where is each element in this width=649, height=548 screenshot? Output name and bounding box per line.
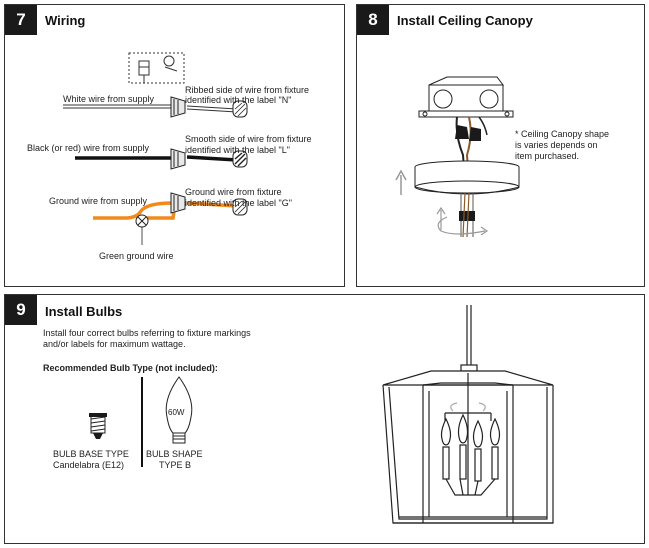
ground-fixture-label-1: Ground wire from fixture	[185, 187, 282, 197]
ground-supply-label: Ground wire from supply	[49, 196, 148, 206]
base-type-label-1: BULB BASE TYPE	[53, 449, 129, 459]
pendant-lantern-icon	[382, 305, 554, 524]
canopy-icon	[414, 160, 520, 195]
white-supply-label: White wire from supply	[63, 94, 155, 104]
wire-nut-icon	[455, 125, 469, 139]
shape-type-label-2: TYPE B	[159, 460, 192, 470]
ribbed-label-1: Ribbed side of wire from fixture	[185, 85, 310, 95]
smooth-label-2: identified with the label "L"	[185, 145, 290, 155]
green-ground-label: Green ground wire	[99, 251, 174, 261]
ground-wire-row	[93, 192, 248, 245]
panel-title: Wiring	[45, 13, 86, 28]
intro-line-1: Install four correct bulbs referring to …	[43, 328, 251, 338]
bulb-base-icon	[89, 413, 107, 439]
rotate-arrow-icon	[436, 206, 489, 236]
bulbs-diagram	[89, 305, 554, 524]
wiring-diagram	[63, 52, 248, 245]
junction-box-icon	[128, 52, 185, 84]
base-type-label-2: Candelabra (E12)	[53, 460, 125, 470]
step-number: 7	[5, 5, 37, 35]
step-number: 8	[357, 5, 389, 35]
panel-wiring: 7 Wiring	[4, 4, 345, 287]
black-wire-row	[75, 148, 248, 170]
intro-line-2: and/or labels for maximum wattage.	[43, 339, 186, 349]
panel-install-bulbs: 9 Install Bulbs Install four correct bul…	[4, 294, 645, 544]
canopy-diagram	[395, 76, 520, 238]
wire-nut-icon	[469, 127, 481, 141]
shape-type-label-1: BULB SHAPE	[146, 449, 203, 459]
white-wire-row	[63, 96, 248, 118]
smooth-label-1: Smooth side of wire from fixture	[185, 134, 312, 144]
panel-title: Install Ceiling Canopy	[397, 13, 533, 28]
candle-bulb-icon	[165, 376, 193, 444]
canopy-note-2: is varies depends on	[515, 140, 598, 150]
recommended-heading: Recommended Bulb Type (not included):	[43, 363, 218, 373]
wattage-label: 60W	[168, 408, 185, 417]
panel-title: Install Bulbs	[45, 304, 123, 319]
canopy-note-3: item purchased.	[515, 151, 580, 161]
panel-ceiling-canopy: 8 Install Ceiling Canopy	[356, 4, 645, 287]
ground-fixture-label-2: identified with the label "G"	[185, 198, 292, 208]
step-number: 9	[5, 295, 37, 325]
junction-box-icon	[418, 76, 514, 118]
canopy-note-1: * Ceiling Canopy shape	[515, 129, 610, 139]
up-arrow-icon	[395, 169, 407, 195]
ribbed-label-2: identified with the label "N"	[185, 95, 292, 105]
black-supply-label: Black (or red) wire from supply	[27, 143, 150, 153]
